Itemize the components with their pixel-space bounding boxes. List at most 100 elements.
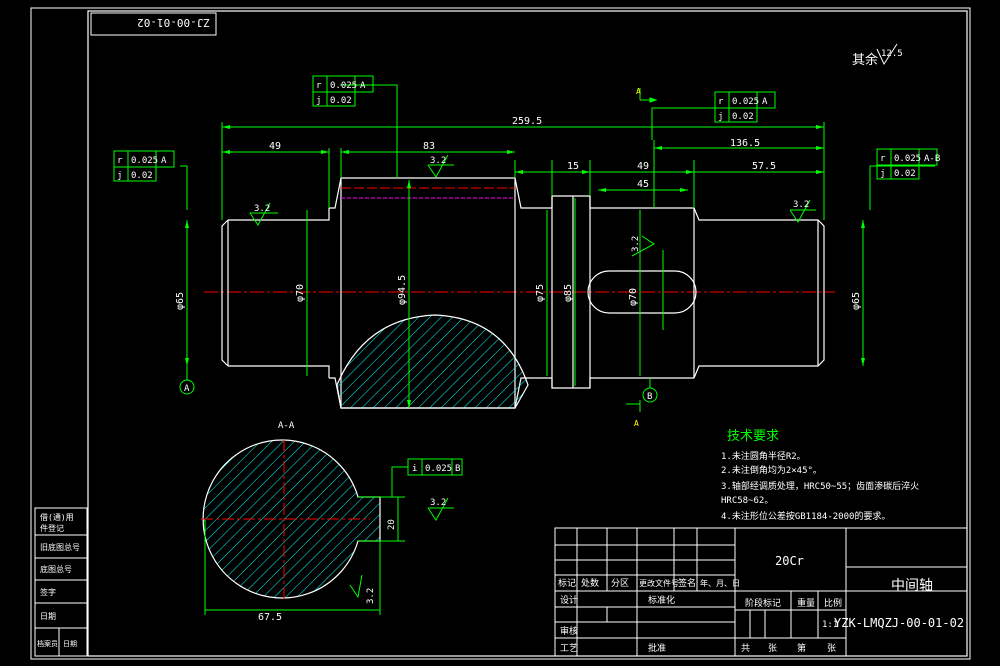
section-tol-sym: i [412, 464, 417, 474]
roughness-marks: 3.2 3.2 3.2 3.2 3.2 3.2 [249, 154, 816, 604]
tech-item-3b: HRC58~62。 [721, 496, 773, 506]
dia-gear: φ94.5 [397, 275, 408, 305]
title-block-grid [554, 527, 968, 657]
tech-item-3: 3.轴部经调质处理，HRC50~55；齿面渗碳后淬火 [721, 480, 919, 492]
tb-stage: 阶段标记 [745, 597, 781, 609]
tb-weight: 重量 [797, 597, 815, 609]
roughness-mark-4: 3.2 [631, 235, 655, 257]
side-row-8: 日期 [63, 640, 77, 648]
tech-item-1: 1.未注圆角半径R2。 [721, 450, 806, 462]
tol-top-r: r [316, 81, 322, 91]
roughness-mark-2: 3.2 [427, 154, 454, 178]
section-a-a: A-A 20 67.5 i 0.025 B [201, 421, 463, 623]
section-key-width: 20 [387, 519, 397, 530]
dimensions [180, 84, 935, 408]
roughness-mark-3: 3.2 [789, 199, 816, 223]
dia-shoulder: φ75 [535, 284, 546, 302]
tol-mid-j: j [718, 112, 723, 122]
tech-requirements: 技术要求 1.未注圆角半径R2。 2.未注倒角均为2×45°。 3.轴部经调质处… [721, 429, 919, 522]
tech-title: 技术要求 [727, 429, 779, 444]
dia-right-end: φ65 [851, 292, 862, 310]
title-block-texts: 标记 处数 分区 更改文件号 签名 年、月、日 设计 标准化 审核 工艺 批准 … [558, 554, 964, 654]
tb-approve: 批准 [648, 642, 666, 654]
tol-left-j: j [117, 171, 122, 181]
roughness-mark-5: 3.2 [427, 497, 454, 521]
roughness-6: 3.2 [366, 588, 376, 604]
tolerance-frame-right: r 0.025 A-B j 0.02 [876, 148, 940, 180]
drawing-frame [30, 7, 971, 660]
tb-designer: 设计 [560, 594, 578, 606]
tb-part-name: 中间轴 [891, 578, 933, 594]
roughness-symbol-icon [876, 43, 898, 66]
roughness-4: 3.2 [631, 236, 641, 252]
dim-gear: 83 [423, 141, 435, 152]
tb-sheets: 张 [768, 643, 777, 654]
roughness-mark-1: 3.2 [249, 202, 278, 226]
top-drawing-number-box: ZJ-00-01-02 [90, 12, 217, 36]
roughness-1: 3.2 [254, 204, 270, 214]
tol-left-datum: A [161, 156, 167, 166]
side-row-2: 件登记 [40, 523, 64, 533]
datum-a-symbol: A [179, 379, 195, 395]
tol-left-j-value: 0.02 [131, 171, 153, 181]
side-panel-texts: 借(通)用 件登记 旧底图总号 底图总号 签字 日期 档案员 日期 [37, 512, 80, 648]
roughness-3: 3.2 [793, 200, 809, 210]
gear-partial-section [336, 314, 529, 409]
tech-item-2: 2.未注倒角均为2×45°。 [721, 464, 822, 476]
side-row-4: 底图总号 [40, 564, 72, 574]
tolerance-frame-left: r 0.025 A j 0.02 [113, 150, 175, 182]
roughness-other-value: 12.5 [881, 49, 903, 59]
tolerance-frame-mid: r 0.025 A j 0.02 [714, 91, 776, 123]
shaft-outline [221, 177, 825, 409]
tb-total: 共 [741, 643, 750, 654]
dim-right-end: 57.5 [752, 161, 776, 172]
tol-left-r: r [117, 156, 123, 166]
side-row-1: 借(通)用 [40, 512, 74, 522]
datum-b-symbol: B [642, 387, 658, 403]
tolerance-frame-top: r 0.025 A j 0.02 [312, 75, 374, 107]
tb-review: 审核 [560, 625, 578, 637]
roughness-2: 3.2 [430, 156, 446, 166]
tb-page: 第 [797, 642, 806, 654]
dim-key-length: 45 [637, 179, 649, 190]
tol-right-j-value: 0.02 [894, 169, 916, 179]
tol-mid-datum: A [762, 97, 768, 107]
tech-item-4: 4.未注形位公差按GB1184-2000的要求。 [721, 510, 890, 522]
dim-left-end: 49 [269, 141, 281, 152]
section-title: A-A [278, 421, 295, 431]
tol-right-datum: A-B [924, 154, 940, 164]
tol-mid-j-value: 0.02 [732, 112, 754, 122]
tol-mid-r-value: 0.025 [732, 97, 759, 107]
tb-drawing-number: YZK-LMQZJ-00-01-02 [834, 616, 964, 630]
tol-top-r-value: 0.025 [330, 81, 357, 91]
tb-header-zone: 分区 [611, 578, 629, 589]
roughness-5: 3.2 [430, 498, 446, 508]
dim-overall-length: 259.5 [512, 116, 542, 127]
roughness-other-label: 其余 [852, 52, 878, 68]
dim-right-total: 136.5 [730, 138, 760, 149]
section-cut-top-label: A [636, 87, 641, 96]
dim-keyseat: 49 [637, 161, 649, 172]
section-cut-markers: A A [626, 87, 658, 428]
dia-key: φ70 [628, 288, 639, 306]
dia-mid: φ70 [295, 284, 306, 302]
dimension-arrows [185, 125, 865, 408]
tb-header-count: 处数 [581, 577, 599, 589]
dia-flange: φ85 [563, 284, 574, 302]
tb-header-date: 年、月、日 [700, 578, 740, 588]
tb-header-doc: 更改文件号 [639, 578, 679, 588]
dia-left-end: φ65 [175, 292, 186, 310]
tb-standardization: 标准化 [648, 594, 675, 606]
tol-right-r-value: 0.025 [894, 154, 921, 164]
tb-scale-label: 比例 [824, 597, 842, 609]
tol-left-r-value: 0.025 [131, 156, 158, 166]
tb-header-mark: 标记 [558, 577, 576, 589]
dim-groove: 15 [567, 161, 579, 172]
side-row-5: 签字 [40, 587, 56, 597]
tol-mid-r: r [718, 97, 724, 107]
side-panel [34, 507, 88, 657]
tb-process: 工艺 [560, 643, 578, 654]
section-tol-value: 0.025 [425, 464, 452, 474]
tol-right-j: j [880, 169, 885, 179]
